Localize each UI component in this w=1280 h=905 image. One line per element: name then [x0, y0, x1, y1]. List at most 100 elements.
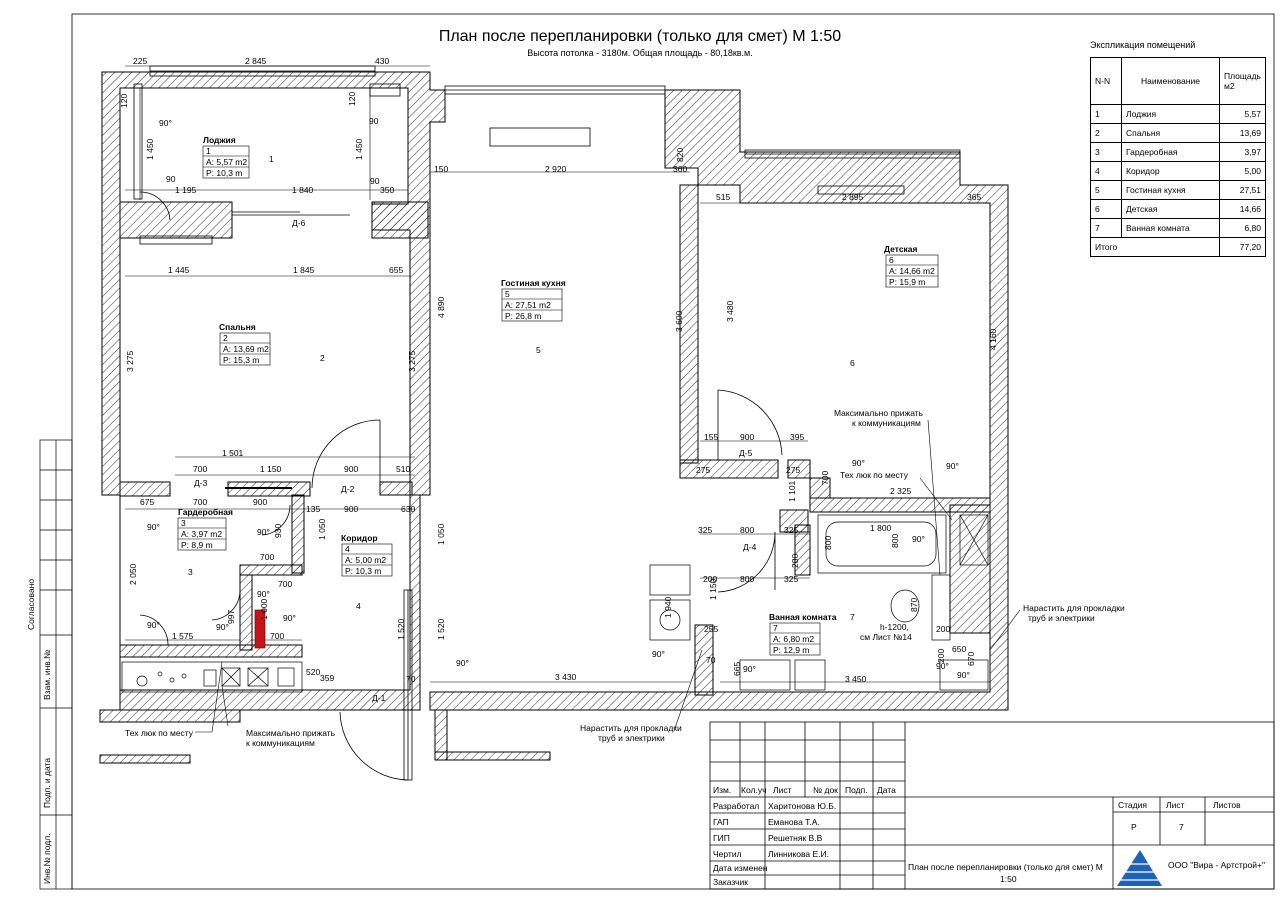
door-label: Д-1 — [372, 693, 386, 703]
tb-stage: Р — [1131, 822, 1137, 832]
tb-sheet-title-2: 1:50 — [1000, 874, 1017, 884]
room-name: Гардеробная — [178, 507, 233, 517]
dim: 225 — [133, 56, 147, 66]
tb-role: Чертил — [713, 849, 742, 859]
dim: 4 160 — [988, 328, 998, 350]
dim: 350 — [380, 185, 394, 195]
radiators — [133, 83, 905, 245]
note-tech-hatch-top: Тех люк по месту — [840, 470, 909, 480]
dim: 120 — [119, 94, 129, 108]
tb-header: Изм. — [713, 785, 731, 795]
room-tags: 1 2 3 4 5 6 7 — [188, 154, 855, 622]
dim: 1 150 — [708, 578, 718, 600]
leader-notes: Тех люк по месту Максимально прижать к к… — [125, 408, 1125, 748]
dim: 650 — [952, 644, 966, 654]
tb-person: Линникова Е.И. — [768, 849, 829, 859]
dim: 200 — [936, 624, 950, 634]
dim: 900 — [344, 464, 358, 474]
room-number: 5 — [505, 289, 510, 299]
dim: 900 — [253, 497, 267, 507]
title-block — [709, 721, 1275, 890]
room-number: 1 — [206, 146, 211, 156]
angle: 90° — [147, 522, 160, 532]
dim: 1 450 — [354, 138, 364, 160]
dim: 120 — [347, 92, 357, 106]
room-number: 6 — [889, 255, 894, 265]
row-number: 6 — [1090, 199, 1122, 219]
door-label: Д-4 — [743, 542, 757, 552]
row-area: 14,66 — [1218, 199, 1267, 219]
tb-sheet-title-1: План после перепланировки (только для см… — [908, 862, 1103, 872]
tb-sheet: 7 — [1179, 822, 1184, 832]
room-number: 7 — [773, 623, 778, 633]
dim: 365 — [967, 192, 981, 202]
dim: 630 — [401, 504, 415, 514]
dim: 1 050 — [436, 523, 446, 545]
dim: 2 895 — [842, 192, 864, 202]
angle: 90° — [852, 458, 865, 468]
room-area: A: 13,69 m2 — [223, 344, 269, 354]
dim: 360 — [673, 164, 687, 174]
dim: 900 — [344, 504, 358, 514]
door-label: Д-2 — [341, 484, 355, 494]
dim: 800 — [890, 534, 900, 548]
dim: 1 050 — [317, 518, 327, 540]
tb-person: Решетняк В.В — [768, 833, 823, 843]
room-name: Гостиная кухня — [501, 278, 566, 288]
dim: 700 — [193, 464, 207, 474]
angle: 90 — [369, 116, 379, 126]
title-block-text: Изм. Кол.уч Лист № док Подп. Дата Разраб… — [713, 785, 1265, 887]
tb-role: Разработал — [713, 801, 759, 811]
doors — [139, 191, 783, 781]
room-box-living-kitchen: Гостиная кухня 5 A: 27,51 m2 P: 26,8 m — [501, 278, 566, 322]
dim: 1 450 — [145, 138, 155, 160]
angle: 90° — [946, 461, 959, 471]
utility-shaft — [121, 661, 303, 693]
plan-subtitle: Высота потолка - 3180м. Общая площадь - … — [527, 48, 753, 58]
room-perimeter: P: 10,3 m — [345, 566, 381, 576]
note-build-up-right-2: труб и электрики — [1028, 613, 1095, 623]
dim: 280 — [790, 554, 800, 568]
dim: 3 430 — [555, 672, 577, 682]
plan-title: План после перепланировки (только для см… — [438, 28, 842, 45]
tb-role: Дата изменен — [713, 863, 768, 873]
angle: 90° — [159, 118, 172, 128]
dim: 997 — [226, 610, 236, 624]
room-box-wardrobe: Гардеробная 3 A: 3,97 m2 P: 8,9 m — [177, 507, 233, 551]
angle: 90° — [456, 658, 469, 668]
dim: 700 — [270, 631, 284, 641]
dim: 1 445 — [168, 265, 190, 275]
dim: 800 — [740, 525, 754, 535]
dim: 395 — [790, 432, 804, 442]
note-build-up-bottom-1: Нарастить для прокладки — [580, 723, 682, 733]
room-number: 3 — [181, 518, 186, 528]
row-area: 13,69 — [1218, 123, 1267, 143]
room-area: A: 3,97 m2 — [181, 529, 222, 539]
stamp-replace-inv: Взам. инв.№ — [42, 650, 52, 700]
tb-role: Заказчик — [713, 877, 748, 887]
dim: 70 — [406, 674, 416, 684]
room-box-bathroom: Ванная комната 7 A: 6,80 m2 P: 12,9 m — [769, 612, 837, 656]
angle: 90° — [912, 534, 925, 544]
note-press-top-1: Максимально прижать — [834, 408, 924, 418]
dim: 900 — [740, 432, 754, 442]
dim: 90 — [370, 176, 380, 186]
dim: 1 101 — [787, 480, 797, 502]
room-box-corridor: Коридор 4 A: 5,00 m2 P: 10,3 m — [341, 533, 393, 577]
room-tag: 4 — [356, 601, 361, 611]
room-tag: 6 — [850, 358, 855, 368]
walls — [99, 71, 1009, 764]
room-tag: 1 — [269, 154, 274, 164]
room-name: Лоджия — [203, 135, 236, 145]
room-tag: 5 — [536, 345, 541, 355]
tb-sheet-header: Лист — [1166, 800, 1185, 810]
room-name: Коридор — [341, 533, 378, 543]
dim: 2 325 — [890, 486, 912, 496]
room-number: 2 — [223, 333, 228, 343]
dim: 155 — [704, 432, 718, 442]
dim: 655 — [389, 265, 403, 275]
